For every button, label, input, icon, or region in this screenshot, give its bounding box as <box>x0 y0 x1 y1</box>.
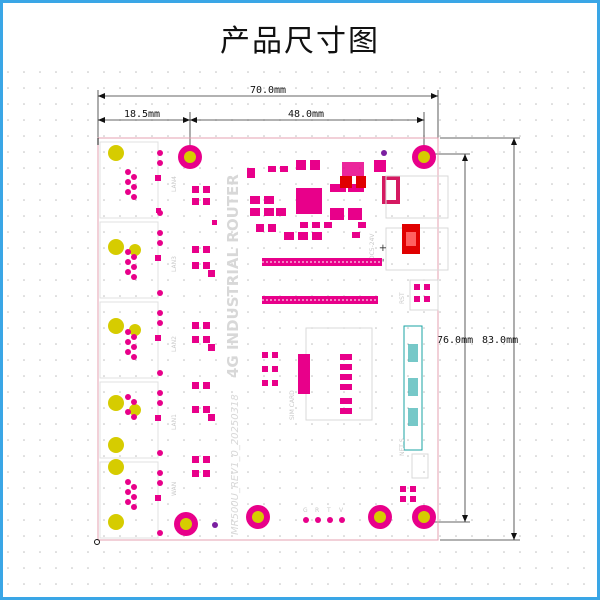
sim-card-slot: SIM CARD <box>262 327 373 421</box>
rj45-ground-pads <box>108 145 141 530</box>
top-components <box>247 160 366 240</box>
status-label: NET S <box>399 438 406 456</box>
reset-button-area: RST <box>399 279 439 311</box>
antenna-connectors <box>403 325 423 451</box>
port-label-lan1: LAN1 <box>171 414 178 430</box>
port-label-lan2: LAN2 <box>171 336 178 352</box>
overall-height-label: 83.0mm <box>482 335 518 346</box>
pcb-board: LAN4 LAN3 LAN2 LAN1 WAN 4G INDUSTRIAL RO… <box>94 137 449 545</box>
status-leds: NET S <box>399 438 429 502</box>
rj45-led-pads <box>155 175 161 501</box>
svg-text:+: + <box>378 244 389 252</box>
reset-label: RST <box>399 292 406 304</box>
power-label: DC5-24V <box>369 233 376 260</box>
overall-width-label: 70.0mm <box>250 85 286 96</box>
product-silk-label: 4G INDUSTRIAL ROUTER <box>224 174 242 378</box>
uart-pin-r: R <box>315 507 319 514</box>
uart-pin-t: T <box>326 507 331 514</box>
dimension-overall-height: 83.0mm <box>440 137 520 541</box>
board-to-board-connectors <box>262 258 382 304</box>
port-label-lan3: LAN3 <box>171 256 178 272</box>
grid-background <box>6 70 594 594</box>
passive-components <box>156 186 217 477</box>
hole-span-y-label: 76.0mm <box>437 335 473 346</box>
dimension-hole-span-x: 48.0mm <box>190 109 425 150</box>
uart-pin-g: G <box>303 507 308 514</box>
hole-span-x-label: 48.0mm <box>288 109 324 120</box>
uart-pin-v: V <box>339 507 344 514</box>
dimension-left-offset: 18.5mm <box>98 109 191 150</box>
port-label-lan4: LAN4 <box>171 176 178 192</box>
revision-silk-label: MR500U_REV1_0_20250318 <box>230 394 241 535</box>
sim-label: SIM CARD <box>289 390 296 420</box>
power-connector: + - DC5-24V <box>369 175 449 271</box>
mounting-holes <box>174 145 436 536</box>
left-offset-label: 18.5mm <box>124 109 160 120</box>
via-dot <box>212 522 218 528</box>
svg-text:-: - <box>378 258 389 262</box>
uart-header: G R T V <box>303 507 345 523</box>
origin-marker <box>94 539 100 545</box>
page-title: 产品尺寸图 <box>220 24 380 59</box>
port-label-wan: WAN <box>171 482 178 496</box>
port-labels: LAN4 LAN3 LAN2 LAN1 WAN <box>171 176 178 496</box>
